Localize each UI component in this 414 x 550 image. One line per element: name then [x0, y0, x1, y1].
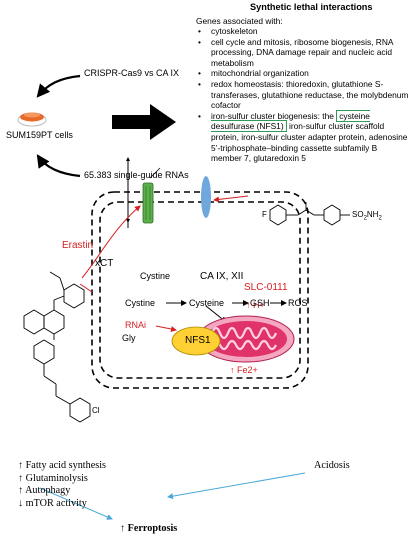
- synthetic-title: Synthetic lethal interactions: [250, 2, 373, 12]
- ferroptosis-label: ↑ Ferroptosis: [120, 523, 178, 534]
- ca-channel: [201, 176, 211, 218]
- gene-item: iron-sulfur cluster biogenesis: the cyst…: [196, 109, 410, 164]
- effect-line: ↑ Autophagy: [18, 485, 71, 497]
- gene-item: cell cycle and mitosis, ribosome biogene…: [196, 37, 410, 69]
- gene-item: cytoskeleton: [196, 26, 410, 37]
- pathway-cystine: Cystine: [125, 298, 156, 308]
- cells-label: SUM159PT cells: [6, 130, 73, 140]
- big-arrow-icon: [112, 104, 176, 140]
- gene-item: redox homeostasis: thioredoxin, glutathi…: [196, 79, 410, 111]
- effects-list: ↑ Fatty acid synthesis ↑ Glutaminolysis …: [18, 460, 106, 510]
- slc-label: SLC-0111: [244, 282, 288, 293]
- nfs1-highlight: cysteine desulfurase (NFS1): [211, 109, 370, 133]
- rnai-arrow: [155, 325, 177, 332]
- pathway-ros: ROS: [288, 298, 308, 308]
- genes-intro: Genes associated with:: [196, 16, 283, 26]
- nfs1-label: NFS1: [185, 335, 211, 346]
- so2nh2-atom: SO2NH2: [352, 210, 382, 222]
- nfs1-protein: [171, 326, 221, 356]
- xct-label: xCT: [95, 258, 114, 269]
- rna-label: 65.383 single-guide RNAs: [84, 170, 189, 180]
- f-atom: F: [262, 210, 267, 219]
- erastin-pointer: [79, 283, 93, 293]
- slc-arrow: [213, 195, 249, 203]
- cl-atom: Cl: [92, 406, 100, 415]
- ca-label: CA IX, XII: [200, 271, 244, 282]
- slc-structure: [269, 202, 350, 226]
- acidosis-arrow: [167, 472, 306, 500]
- pathway-cysteine: Cysteine: [189, 298, 225, 308]
- fe-label: ↑ Fe2+: [230, 365, 258, 375]
- rnai-label: RNAi: [125, 320, 147, 330]
- cystine-guide: [149, 167, 161, 179]
- cystine-top-label: Cystine: [140, 271, 171, 281]
- h-plus-label: ↑ H+: [246, 300, 265, 310]
- ferroptosis-arrow: [39, 487, 113, 520]
- effect-line: ↓ mTOR activity: [18, 497, 87, 509]
- cell-membrane-outer: [91, 191, 309, 389]
- crispr-arrow: [36, 74, 81, 98]
- rna-arrow: [36, 154, 81, 178]
- crispr-label: CRISPR-Cas9 vs CA IX: [84, 68, 180, 78]
- xct-transporter: [142, 182, 154, 224]
- petri-dish-icon: [17, 112, 47, 127]
- gly-label: Gly: [122, 333, 136, 343]
- erastin-label: Erastin: [62, 240, 94, 251]
- effect-line: ↑ Glutaminolysis: [18, 472, 88, 484]
- erastin-structure: [23, 271, 91, 423]
- erastin-arrow: [81, 205, 141, 279]
- cell-membrane-inner: [99, 201, 301, 379]
- effect-line: ↑ Fatty acid synthesis: [18, 460, 107, 471]
- gene-list: cytoskeleton cell cycle and mitosis, rib…: [196, 26, 410, 164]
- gene-item: mitochondrial organization: [196, 68, 410, 79]
- acidosis-label: Acidosis: [314, 460, 350, 471]
- pathway-gsh: GSH: [250, 298, 270, 308]
- mitochondrion-icon: [197, 315, 295, 363]
